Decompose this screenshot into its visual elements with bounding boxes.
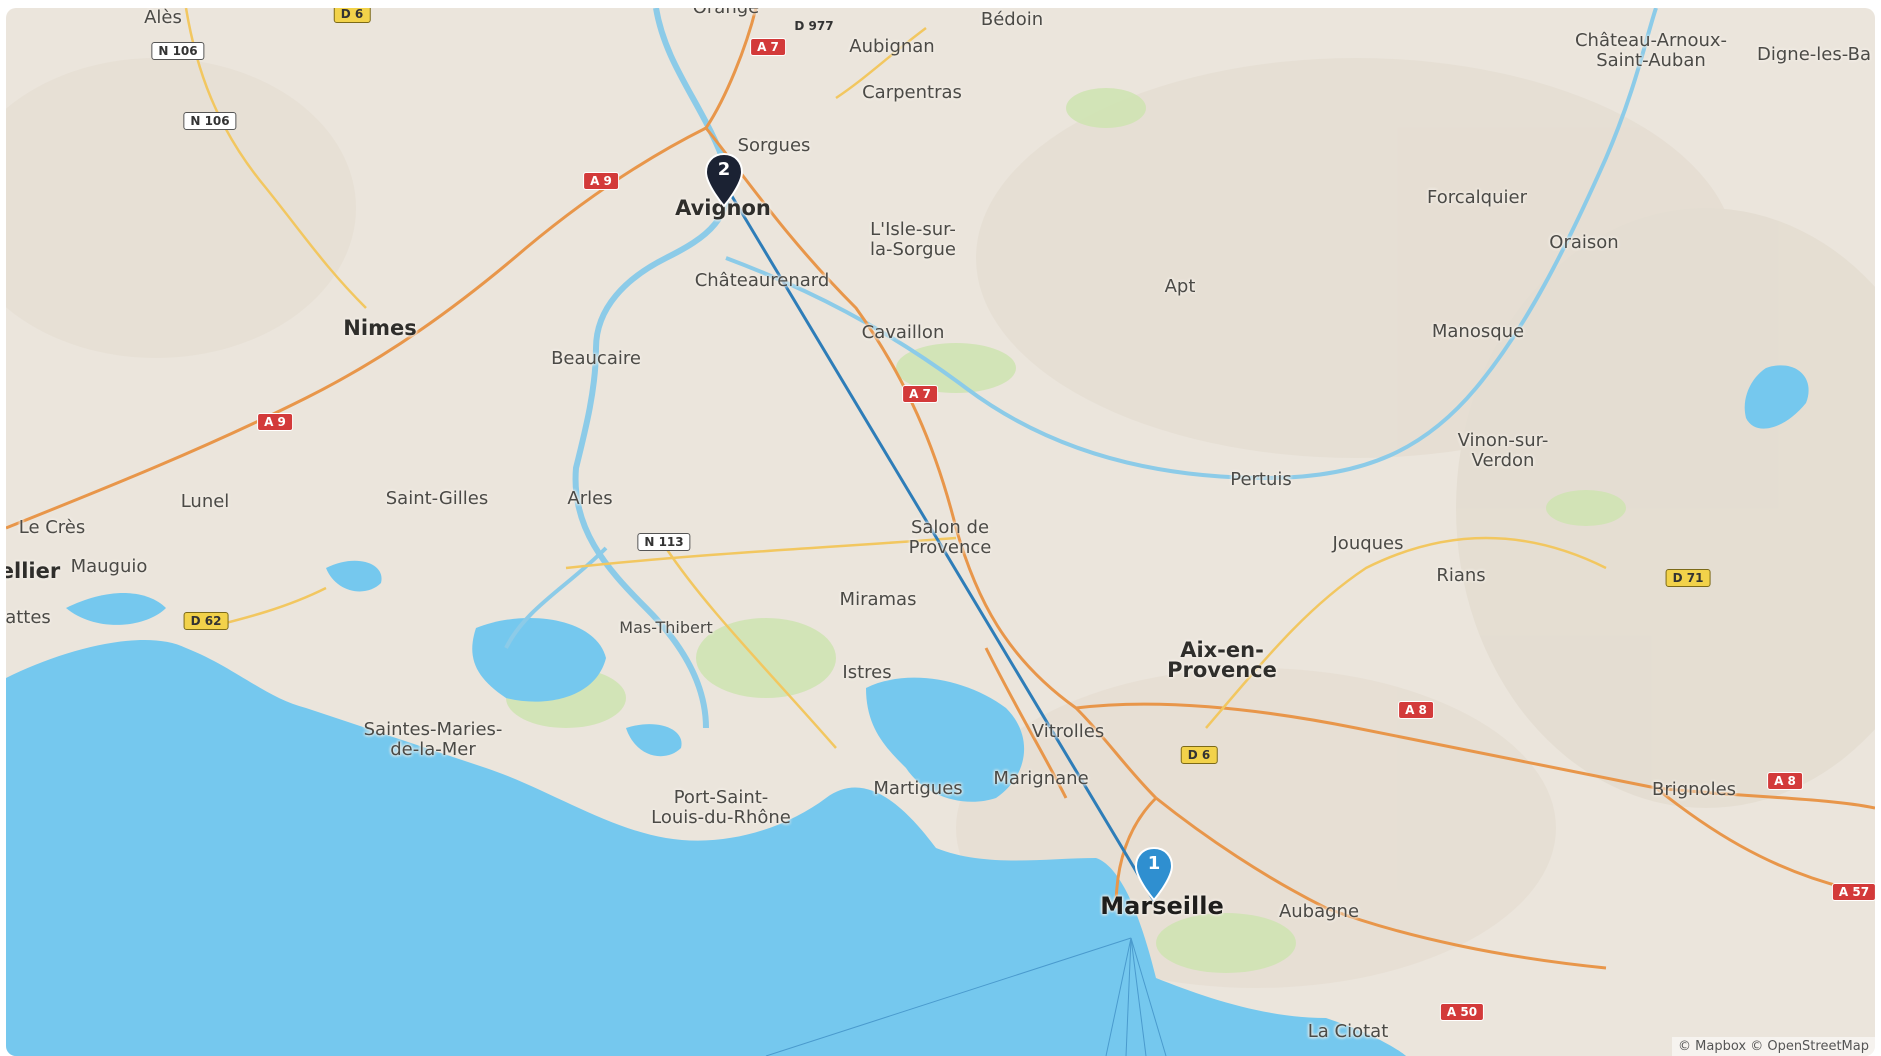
road-shield-a9: A 9 [257, 413, 293, 431]
place-label-aix-en-provence: Aix-en- Provence [1167, 638, 1277, 682]
place-label-la-ciotat: La Ciotat [1307, 1021, 1389, 1042]
map-marker-2-avignon[interactable]: 2 [703, 152, 745, 208]
place-label-vitrolles: Vitrolles [1031, 721, 1105, 742]
place-label-mauguio: Mauguio [70, 556, 148, 577]
place-label-aubignan: Aubignan [849, 36, 935, 57]
place-label-arles: Arles [567, 488, 613, 509]
place-label-martigues: Martigues [873, 778, 963, 799]
road-shield-d62: D 62 [183, 612, 229, 630]
place-label-carpentras: Carpentras [862, 82, 962, 103]
marker-number: 1 [1147, 853, 1161, 874]
road-shield-d977: D 977 [794, 19, 834, 33]
place-label-salon-de-provence: Salon de Provence [908, 517, 992, 558]
place-label-manosque: Manosque [1431, 321, 1525, 342]
place-label-marignane: Marignane [993, 768, 1089, 789]
map-pin-icon [704, 152, 744, 208]
place-label-mas-thibert: Mas-Thibert [619, 618, 713, 637]
place-label-lisle-sur-la-sorgue: L'Isle-sur- la-Sorgue [870, 219, 956, 260]
road-shield-a7: A 7 [902, 385, 938, 403]
road-shield-a57: A 57 [1831, 883, 1875, 901]
place-label-digne: Digne-les-Ba [1757, 44, 1871, 65]
place-label-orange: Orange [693, 8, 760, 18]
road-shield-n106: N 106 [183, 112, 237, 130]
road-shield-a9: A 9 [583, 172, 619, 190]
road-shield-a50: A 50 [1439, 1003, 1485, 1021]
place-label-cavaillon: Cavaillon [861, 322, 945, 343]
place-label-rians: Rians [1436, 565, 1486, 586]
marker-number: 2 [717, 159, 731, 180]
place-label-jouques: Jouques [1332, 533, 1404, 554]
place-label-aubagne: Aubagne [1278, 901, 1360, 922]
place-label-brignoles: Brignoles [1651, 779, 1737, 800]
place-label-le-cres: Le Crès [18, 517, 86, 538]
route-line [722, 182, 1156, 902]
place-label-apt: Apt [1164, 276, 1196, 297]
place-label-chateau-arnoux: Château-Arnoux- Saint-Auban [1574, 30, 1728, 71]
place-label-istres: Istres [842, 662, 892, 683]
place-label-montpellier: ellier [6, 559, 61, 583]
map-canvas[interactable]: Alès Orange Bédoin Aubignan Carpentras S… [6, 8, 1875, 1056]
place-label-forcalquier: Forcalquier [1427, 187, 1527, 208]
map-attribution[interactable]: © Mapbox © OpenStreetMap [1672, 1037, 1875, 1056]
road-shield-a7: A 7 [750, 38, 786, 56]
map-basemap [6, 8, 1875, 1056]
place-label-marseille: Marseille [1100, 892, 1224, 920]
place-label-chateaurenard: Châteaurenard [694, 270, 830, 291]
road-shield-d6: D 6 [1180, 746, 1218, 764]
place-label-vinon-sur-verdon: Vinon-sur- Verdon [1457, 430, 1549, 471]
map-pin-icon [1134, 846, 1174, 902]
place-label-lunel: Lunel [180, 491, 230, 512]
road-shield-d6: D 6 [333, 8, 371, 23]
road-shield-d71: D 71 [1665, 569, 1711, 587]
place-label-nimes: Nimes [343, 316, 417, 340]
road-shield-n113: N 113 [637, 533, 691, 551]
map-marker-1-marseille[interactable]: 1 [1133, 846, 1175, 902]
place-label-pertuis: Pertuis [1230, 469, 1292, 490]
place-label-miramas: Miramas [839, 589, 917, 610]
place-label-sorgues: Sorgues [737, 135, 811, 156]
place-label-ales: Alès [144, 8, 182, 28]
place-label-port-saint-louis-du-rhone: Port-Saint- Louis-du-Rhône [651, 787, 791, 828]
place-label-oraison: Oraison [1549, 232, 1619, 253]
place-label-saintes-maries-de-la-mer: Saintes-Maries- de-la-Mer [363, 719, 503, 760]
place-label-beaucaire: Beaucaire [551, 348, 641, 369]
road-shield-a8: A 8 [1398, 701, 1434, 719]
place-label-bedoin: Bédoin [980, 9, 1044, 30]
road-shield-a8: A 8 [1767, 772, 1803, 790]
road-shield-n106: N 106 [151, 42, 205, 60]
place-label-saint-gilles: Saint-Gilles [385, 488, 489, 509]
place-label-avignon: Avignon [675, 196, 771, 220]
place-label-lattes: attes [6, 607, 51, 628]
